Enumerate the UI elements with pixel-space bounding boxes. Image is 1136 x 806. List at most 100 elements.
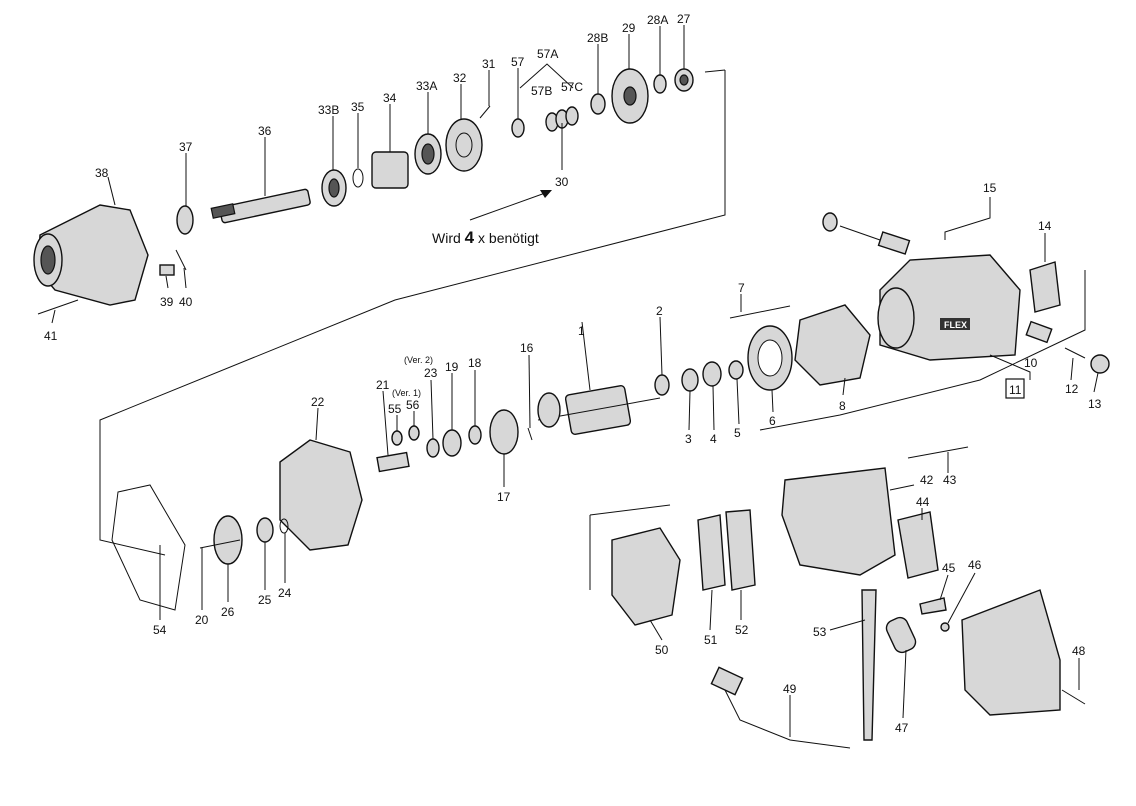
part-49-power-cord xyxy=(710,666,851,749)
label-41: 41 xyxy=(44,329,58,343)
part-31-screw xyxy=(479,105,491,119)
leader-lines xyxy=(51,25,1099,737)
label-55: 55 xyxy=(388,402,402,416)
label-2: 2 xyxy=(656,304,663,318)
part-41-screw xyxy=(37,299,79,315)
label-33a: 33A xyxy=(416,79,437,93)
label-45: 45 xyxy=(942,561,956,575)
part-57-washer xyxy=(511,118,525,138)
label-46: 46 xyxy=(968,558,982,572)
part-50-end-cap xyxy=(611,527,681,626)
group-boundary-lines xyxy=(99,69,1086,590)
part-43-screw xyxy=(907,446,969,459)
label-8: 8 xyxy=(839,399,846,413)
label-22: 22 xyxy=(311,395,325,409)
label-15: 15 xyxy=(983,181,997,195)
label-48: 48 xyxy=(1072,644,1086,658)
part-field-stator xyxy=(794,304,871,386)
label-53: 53 xyxy=(813,625,827,639)
part-55-56-washers xyxy=(391,425,420,446)
label-32: 32 xyxy=(453,71,467,85)
part-17-fan xyxy=(489,409,519,455)
label-3: 3 xyxy=(685,432,692,446)
part-33b-bearing xyxy=(321,169,347,207)
label-42: 42 xyxy=(920,473,934,487)
part-24-ring xyxy=(279,518,289,534)
part-23-washer xyxy=(426,438,440,458)
part-14-cover xyxy=(1029,261,1061,313)
label-14: 14 xyxy=(1038,219,1052,233)
label-40: 40 xyxy=(179,295,193,309)
part-36-spindle xyxy=(210,188,311,224)
label-44: 44 xyxy=(916,495,930,509)
part-39-40-pins xyxy=(159,249,187,276)
label-57b: 57B xyxy=(531,84,552,98)
part-18-ring xyxy=(468,425,482,445)
part-8-motor-housing: FLEX xyxy=(877,254,1021,361)
label-38: 38 xyxy=(95,166,109,180)
label-35: 35 xyxy=(351,100,365,114)
part-45-46-clamp xyxy=(919,597,950,632)
label-18: 18 xyxy=(468,356,482,370)
part-3-bearing xyxy=(681,368,699,392)
note-arrow xyxy=(469,190,552,221)
label-43: 43 xyxy=(943,473,957,487)
label-29: 29 xyxy=(622,21,636,35)
part-labels: 38 37 36 33B 35 34 33A 32 31 57 57A 57B … xyxy=(44,12,1102,735)
part-21-pinion xyxy=(376,451,410,473)
label-39: 39 xyxy=(160,295,174,309)
part-7-screw xyxy=(729,305,791,319)
label-16: 16 xyxy=(520,341,534,355)
label-5: 5 xyxy=(734,426,741,440)
label-37: 37 xyxy=(179,140,193,154)
label-27: 27 xyxy=(677,12,691,26)
part-15-brush-parts xyxy=(822,212,911,255)
label-ver2: (Ver. 2) xyxy=(404,355,433,365)
part-20-shaft xyxy=(199,539,241,549)
part-19-bearing xyxy=(442,429,462,457)
part-52-plate xyxy=(725,509,756,591)
part-4-bearing xyxy=(702,361,722,387)
part-27-bearing xyxy=(674,68,694,92)
part-25-bearing xyxy=(256,517,274,543)
label-24: 24 xyxy=(278,586,292,600)
label-51: 51 xyxy=(704,633,718,647)
part-33a-bearing xyxy=(414,133,442,175)
part-fan-disc xyxy=(537,392,561,428)
part-44-switch xyxy=(897,511,939,579)
label-ver1: (Ver. 1) xyxy=(392,388,421,398)
part-2-washer xyxy=(654,374,670,396)
label-31: 31 xyxy=(482,57,496,71)
label-34: 34 xyxy=(383,91,397,105)
part-13-cap xyxy=(1090,354,1110,374)
part-16-pin xyxy=(527,427,533,441)
part-57abc-spring-set xyxy=(545,106,579,132)
part-6-washer xyxy=(747,325,793,391)
quantity-note: Wird 4 x benötigt xyxy=(432,228,539,247)
label-19: 19 xyxy=(445,360,459,374)
label-23: 23 xyxy=(424,366,438,380)
label-36: 36 xyxy=(258,124,272,138)
label-52: 52 xyxy=(735,623,749,637)
part-10-brush xyxy=(1025,320,1053,344)
brand-logo: FLEX xyxy=(944,320,967,330)
label-10: 10 xyxy=(1024,356,1038,370)
part-22-gear-housing xyxy=(279,439,363,551)
part-38-gear-housing xyxy=(33,204,149,306)
part-37-washer xyxy=(176,205,194,235)
label-11: 11 xyxy=(1009,383,1022,397)
part-32-flange xyxy=(445,118,483,172)
label-28a: 28A xyxy=(647,13,668,27)
label-21: 21 xyxy=(376,378,390,392)
label-33b: 33B xyxy=(318,103,339,117)
part-54-gasket xyxy=(111,484,186,611)
part-35-ring xyxy=(352,168,364,188)
label-54: 54 xyxy=(153,623,167,637)
label-4: 4 xyxy=(710,432,717,446)
label-13: 13 xyxy=(1088,397,1102,411)
label-6: 6 xyxy=(769,414,776,428)
part-42-handle-housing xyxy=(781,467,896,576)
label-17: 17 xyxy=(497,490,511,504)
